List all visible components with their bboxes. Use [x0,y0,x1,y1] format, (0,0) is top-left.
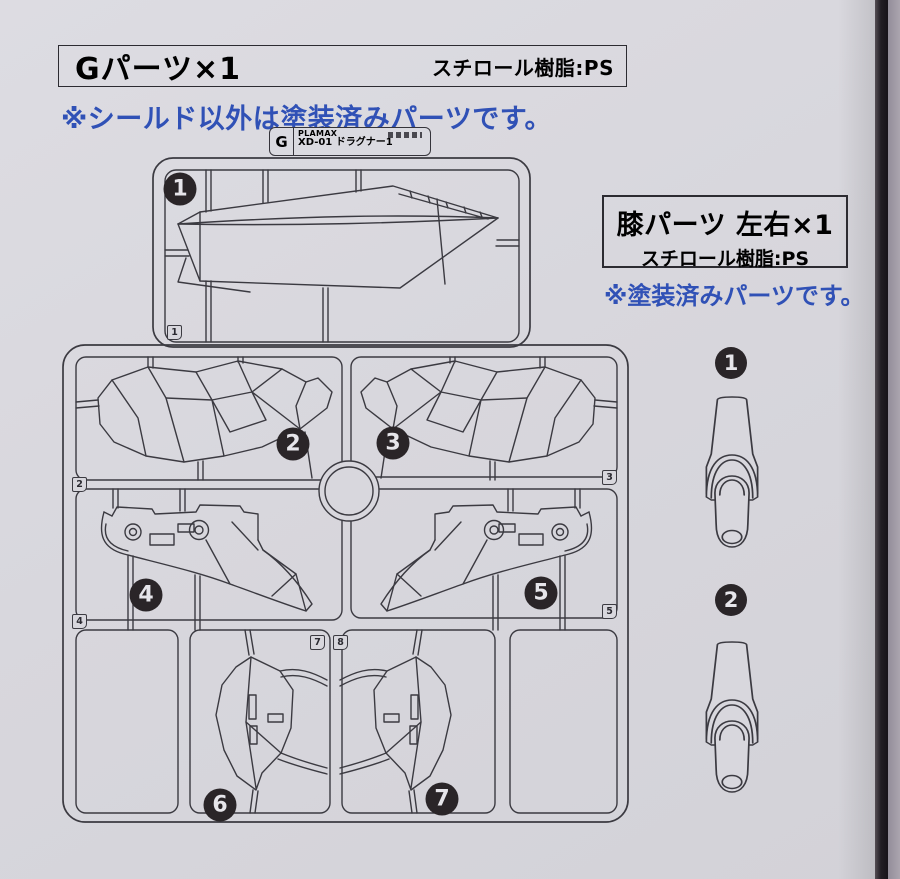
part-6-drawing [215,629,328,814]
part-3-drawing [360,356,618,481]
part-number-badge: 7 [425,782,459,816]
part-number-badge: 2 [276,427,310,461]
part-number-badge: 4 [129,578,163,612]
runner-kit-name: XD-01 ドラグナー1 [298,137,393,149]
knee-part-drawing-2 [705,641,759,793]
side-panel-material: スチロール樹脂:PS [640,248,810,270]
part-number-badge: 5 [524,576,558,610]
part-1-drawing [164,169,520,343]
sprue-frame-top [152,157,531,348]
runner-tag: G PLAMAX XD-01 ドラグナー1 [269,127,431,156]
runner-brand: PLAMAX [298,129,338,138]
cavity-label: 4 [72,614,87,629]
cavity-label: 7 [310,635,325,650]
side-panel-box: 膝パーツ 左右×1 スチロール樹脂:PS [602,195,848,270]
side-panel-note: ※塗装済みパーツです。 [604,282,865,310]
part-number-badge: 6 [203,788,237,822]
side-panel-title: 膝パーツ 左右×1 [616,210,834,241]
part-number-badge: 3 [376,426,410,460]
page-title: Gパーツ×1 [75,52,242,87]
injection-ring [318,460,380,522]
background-strip [888,0,900,879]
cavity-label: 2 [72,477,87,492]
runner-letter: G [270,128,294,155]
part-number-badge: 1 [163,172,197,206]
knee-part-badge: 1 [715,347,747,379]
part-4-drawing [100,488,313,631]
knee-part-badge: 2 [715,584,747,616]
part-5-drawing [380,488,593,631]
cavity-label: 5 [602,604,617,619]
sprue-frame-grid [62,344,629,823]
paper-edge-shadow [838,0,875,879]
cavity-label: 8 [333,635,348,650]
material-label: スチロール樹脂:PS [431,55,614,80]
part-2-drawing [75,356,333,481]
cavity-label: 3 [602,470,617,485]
knee-part-drawing-1 [705,396,759,548]
tag-code-smudge [388,132,422,138]
cavity-label: 1 [167,325,182,340]
header-box: Gパーツ×1 スチロール樹脂:PS [58,45,627,87]
page-edge-dark [875,0,888,879]
